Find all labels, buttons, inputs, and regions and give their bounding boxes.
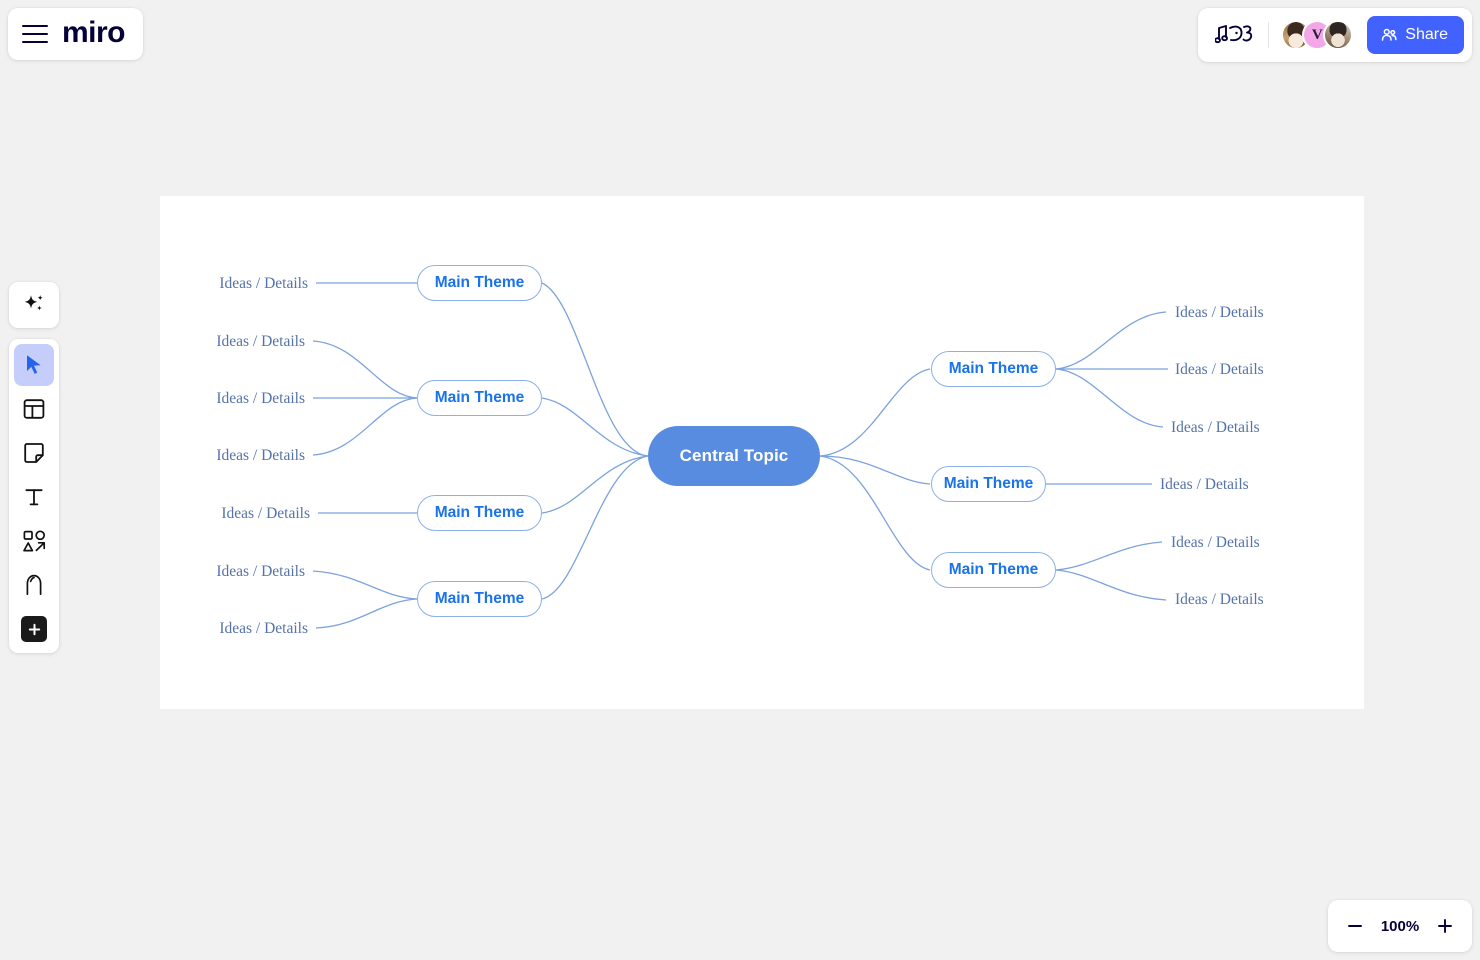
- toolbar-item-more[interactable]: [21, 616, 47, 642]
- minus-icon: [1348, 925, 1362, 927]
- miro-logo[interactable]: miro: [62, 15, 126, 49]
- topbar-right: V Share: [1198, 8, 1472, 62]
- leaf-right-1-2[interactable]: Ideas / Details: [1175, 361, 1264, 378]
- shapes-icon: [22, 529, 45, 551]
- leaf-left-2-1[interactable]: Ideas / Details: [216, 333, 305, 350]
- node-main-theme-right-2[interactable]: Main Theme: [931, 466, 1046, 502]
- leaf-right-1-1[interactable]: Ideas / Details: [1175, 304, 1264, 321]
- node-main-theme-left-1[interactable]: Main Theme: [417, 265, 542, 301]
- leaf-right-3-2[interactable]: Ideas / Details: [1175, 591, 1264, 608]
- leaf-right-2-1[interactable]: Ideas / Details: [1160, 476, 1249, 493]
- node-central-topic-label: Central Topic: [679, 446, 789, 465]
- node-label: Main Theme: [434, 590, 525, 607]
- node-label: Main Theme: [948, 561, 1039, 578]
- cursor-icon: [27, 355, 41, 374]
- node-label: Main Theme: [434, 274, 525, 291]
- node-main-theme-right-1[interactable]: Main Theme: [931, 351, 1056, 387]
- avatar[interactable]: [1323, 20, 1354, 50]
- node-central-topic[interactable]: Central Topic: [648, 426, 820, 486]
- toolbar-item-templates[interactable]: [14, 388, 54, 430]
- share-button[interactable]: Share: [1367, 16, 1464, 54]
- text-icon: [25, 489, 43, 506]
- zoom-level-label[interactable]: 100%: [1380, 917, 1420, 935]
- toolbar-item-ai[interactable]: [9, 282, 59, 328]
- toolbar-item-select[interactable]: [14, 344, 54, 386]
- toolbar-item-sticky-note[interactable]: [14, 432, 54, 474]
- zoom-in-button[interactable]: [1428, 909, 1462, 943]
- node-main-theme-left-4[interactable]: Main Theme: [417, 581, 542, 617]
- hamburger-menu-icon[interactable]: [22, 25, 48, 43]
- sticky-note-icon: [24, 443, 44, 463]
- template-icon: [23, 399, 45, 419]
- leaf-left-4-1[interactable]: Ideas / Details: [216, 563, 305, 580]
- activity-music-icon[interactable]: [1212, 20, 1258, 50]
- plus-icon: [28, 623, 40, 635]
- people-icon: [1382, 28, 1397, 41]
- leaf-left-4-2[interactable]: Ideas / Details: [219, 620, 308, 637]
- sparkle-icon: [24, 295, 43, 311]
- share-button-label: Share: [1405, 26, 1448, 43]
- zoom-out-button[interactable]: [1338, 909, 1372, 943]
- toolbar-divider: [1268, 22, 1270, 48]
- leaf-left-2-3[interactable]: Ideas / Details: [216, 447, 305, 464]
- node-label: Main Theme: [434, 389, 525, 406]
- node-label: Main Theme: [948, 360, 1039, 377]
- zoom-control: 100%: [1328, 900, 1472, 952]
- toolbar-item-text[interactable]: [14, 476, 54, 518]
- node-main-theme-left-3[interactable]: Main Theme: [417, 495, 542, 531]
- toolbar-item-shapes[interactable]: [14, 520, 54, 562]
- topbar-left: miro: [8, 8, 144, 60]
- leaf-right-3-1[interactable]: Ideas / Details: [1171, 534, 1260, 551]
- left-toolbar: [9, 339, 59, 653]
- toolbar-item-pen[interactable]: [14, 564, 54, 606]
- leaf-right-1-3[interactable]: Ideas / Details: [1171, 419, 1260, 436]
- node-label: Main Theme: [434, 504, 525, 521]
- plus-icon: [1438, 919, 1452, 933]
- node-main-theme-right-3[interactable]: Main Theme: [931, 552, 1056, 588]
- leaf-left-1-1[interactable]: Ideas / Details: [219, 275, 308, 292]
- collaborator-avatars: V: [1279, 20, 1354, 50]
- leaf-left-2-2[interactable]: Ideas / Details: [216, 390, 305, 407]
- pen-icon: [26, 574, 42, 596]
- leaf-left-3-1[interactable]: Ideas / Details: [221, 505, 310, 522]
- node-main-theme-left-2[interactable]: Main Theme: [417, 380, 542, 416]
- node-label: Main Theme: [943, 475, 1034, 492]
